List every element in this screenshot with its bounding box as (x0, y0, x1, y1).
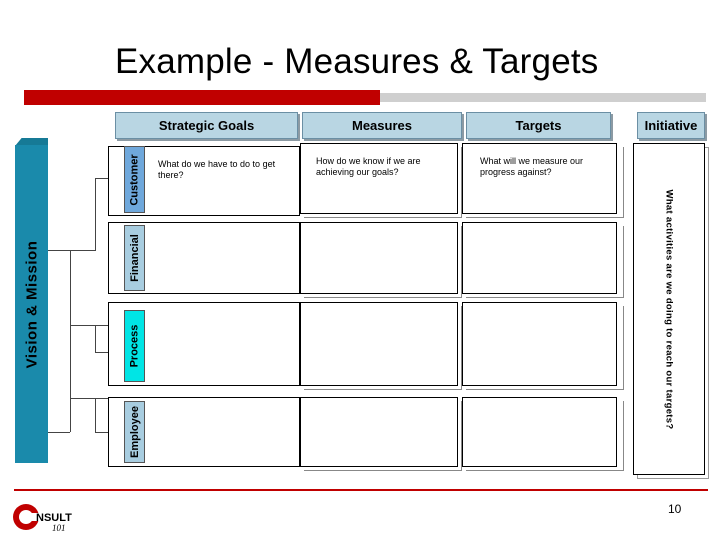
tab-process-label: Process (128, 324, 141, 368)
connector-process-a (70, 325, 108, 326)
connector-customer (95, 178, 108, 179)
prompt-goals: What do we have to do to get there? (158, 159, 276, 180)
consult-logo: NSULT 101 (12, 501, 92, 542)
tab-financial-label: Financial (128, 234, 141, 282)
cell-process-measures (300, 302, 458, 386)
cell-employee-measures (300, 397, 458, 467)
prompt-targets: What will we measure our progress agains… (480, 156, 584, 177)
connector-employee-v (95, 398, 96, 432)
tab-customer-label: Customer (128, 153, 141, 206)
connector-stub-top (48, 250, 70, 251)
prompt-initiative: What activities are we doing to reach ou… (663, 189, 675, 429)
logo-word: NSULT (36, 512, 72, 524)
connector-employee-b (95, 432, 108, 433)
connector-employee-a (70, 398, 108, 399)
cell-employee-targets (462, 397, 617, 467)
connector-financial (70, 250, 95, 251)
cell-customer-targets (462, 143, 617, 214)
title-underline-red (24, 90, 380, 105)
tab-financial: Financial (124, 225, 145, 291)
connector-customer-v (95, 178, 96, 251)
header-initiative: Initiative (637, 112, 705, 139)
cell-financial-measures (300, 222, 458, 294)
tab-employee: Employee (124, 401, 145, 463)
tab-customer: Customer (124, 146, 145, 213)
consult-logo-icon: NSULT 101 (13, 504, 72, 533)
logo-sub: 101 (52, 523, 66, 533)
cell-customer-measures (300, 143, 458, 214)
connector-process-b (95, 352, 108, 353)
vision-mission-label: Vision & Mission (23, 240, 40, 368)
slide-title: Example - Measures & Targets (115, 42, 599, 81)
cell-financial-targets (462, 222, 617, 294)
header-strategic-goals: Strategic Goals (115, 112, 298, 139)
header-measures: Measures (302, 112, 462, 139)
initiative-box (633, 143, 705, 475)
connector-vertical (70, 250, 71, 432)
tab-process: Process (124, 310, 145, 382)
prompt-measures: How do we know if we are achieving our g… (316, 156, 421, 177)
footer-line (14, 489, 708, 491)
vision-mission-box (15, 145, 48, 463)
connector-process-v (95, 325, 96, 352)
connector-stub-bottom (48, 432, 70, 433)
vision-mission-top (15, 138, 48, 146)
tab-employee-label: Employee (128, 406, 141, 458)
cell-process-targets (462, 302, 617, 386)
header-targets: Targets (466, 112, 611, 139)
title-underline-gray (380, 93, 706, 102)
page-number: 10 (668, 502, 682, 516)
